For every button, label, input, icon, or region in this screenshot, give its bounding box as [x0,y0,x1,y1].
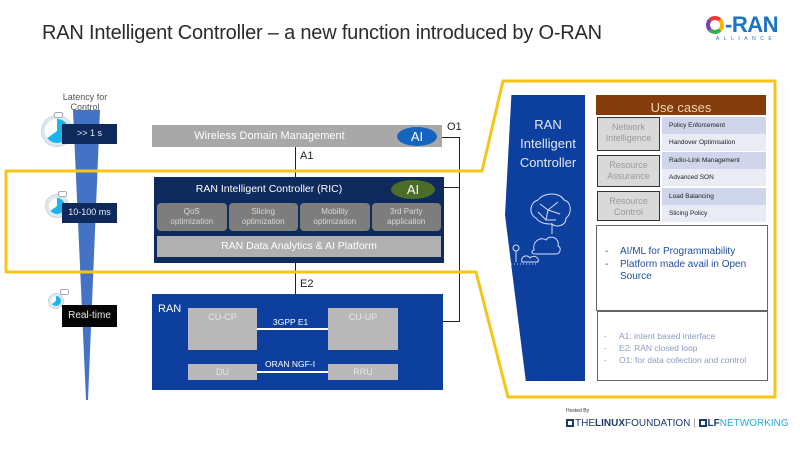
e1-link [257,328,328,330]
bullet-dash: - [604,331,607,341]
ric-platform: RAN Data Analytics & AI Platform [157,236,441,257]
ric-panel-title: RAN Intelligent Controller [519,117,577,170]
latency-badge-slow: >> 1 s [62,124,117,144]
app-desc: optimization [241,217,285,226]
app-name: Mobility [321,207,349,216]
lf-separator: | [693,418,696,429]
cloud-icon [521,236,561,263]
use-cases-header: Use cases [596,95,766,115]
slide-title: RAN Intelligent Controller – a new funct… [42,22,602,44]
interface-bullet: - A1: intent based interface [604,330,746,342]
latency-label: Latency for Control [62,92,108,112]
use-case-item[interactable]: Load Balancing [662,188,766,205]
app-name: Slicing [251,207,276,216]
logo-subtext: ALLIANCE [716,36,777,42]
du-box[interactable]: DU [188,364,257,380]
o1-connector-top [442,137,460,138]
ran-label: RAN [158,303,182,315]
bullet-text: O1: for data collection and control [619,355,747,365]
lf-linux: LINUX [595,418,625,429]
interface-bullet: - O1: for data collection and control [604,354,746,366]
app-desc: optimization [313,217,357,226]
oran-ring-icon [706,16,724,34]
lf-the: THE [575,418,595,429]
ai-badge-ric: AI [391,180,435,199]
use-case-item[interactable]: Policy Enforcement [662,117,766,134]
ngf-link [257,371,328,373]
o1-connector-ric [444,187,460,188]
app-name: QoS [183,207,200,216]
category-name: Intelligence [605,133,652,143]
use-case-item[interactable]: Slicing Policy [662,205,766,222]
category-name: Network [611,122,645,132]
category-name: Resource [609,196,648,206]
oran-alliance-logo: -RAN ALLIANCE [706,14,782,46]
bullet-text: AI/ML for Programmability [620,246,736,257]
ai-bullet: -Platform made avail in Open Source [605,259,758,284]
ngf-link-label: ORAN NGF-I [265,359,316,369]
bullet-dash: - [605,258,609,270]
interface-bullet: - E2: RAN closed loop [604,342,746,354]
latency-funnel [73,110,100,400]
use-case-item[interactable]: Radio-Link Management [662,152,766,169]
wdm-label: Wireless Domain Management [194,130,345,142]
o1-label: O1 [447,121,462,133]
latency-funnel-shape [73,110,100,400]
ai-bullet: -AI/ML for Programmability [605,246,758,259]
linux-foundation-logo: THELINUXFOUNDATION | LFNETWORKING [566,418,789,429]
e1-link-label: 3GPP E1 [273,317,309,327]
a1-label: A1 [300,150,314,162]
e2-label: E2 [300,278,314,290]
app-name: 3rd Party [390,207,423,216]
use-case-category-resource-control[interactable]: Resource Control [597,191,660,221]
use-case-item[interactable]: Advanced SON [662,169,766,186]
bullet-dash: - [604,343,607,353]
lf-foundation: FOUNDATION [625,418,691,429]
category-name: Resource [609,160,648,170]
app-desc: application [387,217,426,226]
bullet-dash: - [605,246,609,257]
lf-networking-lf: LF [707,418,720,429]
bullet-text: Platform made avail in Open Source [620,258,747,283]
interfaces-notes-box: - A1: intent based interface - E2: RAN clo… [597,311,768,381]
bullet-dash: - [604,355,607,365]
latency-badge-real-time: Real-time [62,305,117,327]
e2-connector [295,263,296,294]
ai-ml-notes-box: -AI/ML for Programmability -Platform mad… [596,225,768,311]
bullet-text: E2: RAN closed loop [619,343,698,353]
stopwatch-icon [49,289,69,308]
o1-connector-vertical [459,137,460,322]
cu-cp-box[interactable]: CU-CP [188,308,257,350]
lf-square-icon [698,419,707,427]
cu-up-box[interactable]: CU-UP [328,308,398,350]
category-name: Assurance [607,171,650,181]
lf-square-icon [566,419,574,427]
use-case-item[interactable]: Handover Optimisation [662,134,766,151]
ai-badge-wdm: AI [397,127,437,146]
wireless-domain-management[interactable]: Wireless Domain Management AI [152,125,442,147]
use-case-category-network-intelligence[interactable]: Network Intelligence [597,117,660,151]
bullet-text: A1: intent based interface [619,331,716,341]
brain-cloud-illustration [508,193,571,265]
latency-badge-near-rt: 10-100 ms [62,203,117,223]
category-name: Control [613,207,643,217]
hosted-by-label: Hosted By [566,408,590,414]
lf-networking-text: NETWORKING [719,418,789,429]
rru-box[interactable]: RRU [328,364,398,380]
ran-block[interactable]: RAN CU-CP CU-UP DU RRU 3GPP E1 ORAN NGF-… [152,294,443,390]
logo-text: -RAN [725,12,779,37]
a1-connector [295,147,296,177]
o1-connector-ran [443,321,460,322]
ric-title: RAN Intelligent Controller (RIC) [195,183,343,195]
use-case-category-resource-assurance[interactable]: Resource Assurance [597,155,660,187]
app-desc: optimization [170,217,214,226]
brain-icon [530,193,571,234]
